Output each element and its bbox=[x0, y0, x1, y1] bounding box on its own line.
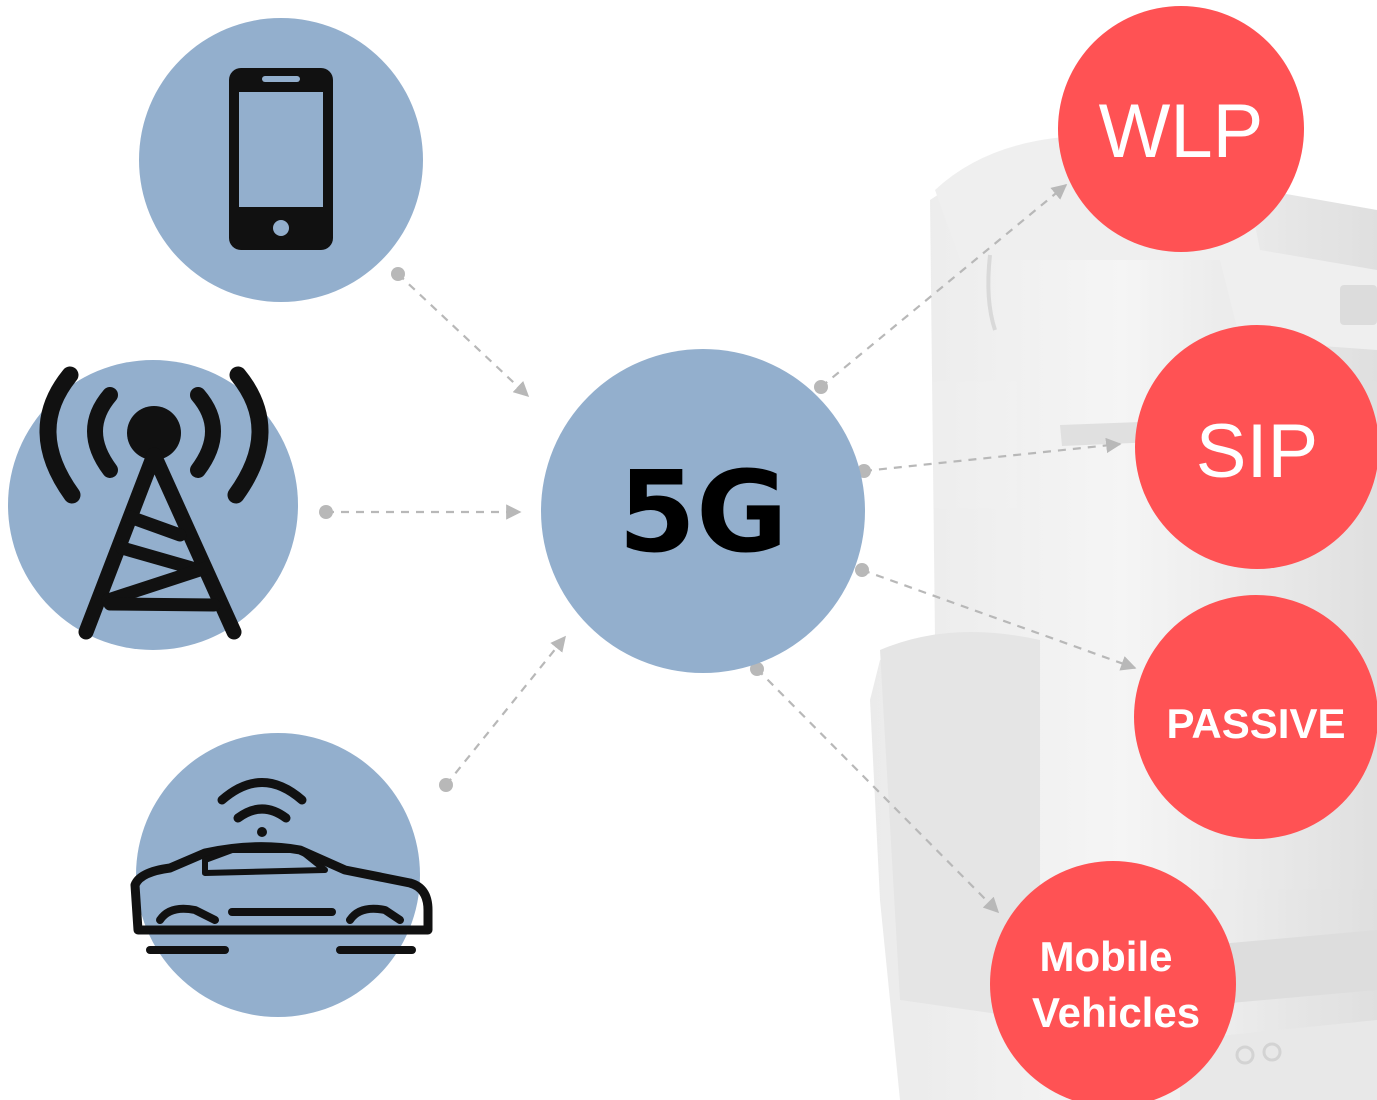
target-node-mobile-vehicles: Mobile Vehicles bbox=[990, 861, 1236, 1100]
mobile-vehicles-label-line2: Vehicles bbox=[1032, 989, 1200, 1036]
connector-5g-to-mobile-vehicles bbox=[756, 668, 1000, 914]
sip-label: SIP bbox=[1196, 409, 1319, 494]
connector-phone-to-5g bbox=[397, 273, 530, 398]
connectors bbox=[326, 184, 1137, 914]
connected-car-icon bbox=[130, 778, 433, 954]
wlp-label: WLP bbox=[1099, 89, 1264, 174]
connector-5g-to-passive bbox=[861, 568, 1137, 671]
target-node-sip: SIP bbox=[1135, 325, 1377, 569]
connector-5g-to-sip bbox=[863, 437, 1122, 473]
source-node-phone bbox=[139, 18, 423, 302]
passive-label: PASSIVE bbox=[1167, 700, 1346, 747]
source-node-tower bbox=[8, 360, 298, 650]
source-node-car bbox=[130, 733, 433, 1017]
target-node-wlp: WLP bbox=[1058, 6, 1304, 252]
target-node-passive: PASSIVE bbox=[1134, 595, 1377, 839]
smartphone-icon bbox=[229, 68, 333, 250]
connector-car-to-5g bbox=[445, 635, 566, 786]
connector-dots bbox=[319, 267, 871, 792]
center-label: 5G bbox=[618, 448, 788, 578]
cell-tower-icon bbox=[39, 366, 269, 640]
center-node-5g: 5G bbox=[541, 349, 865, 673]
connector-5g-to-wlp bbox=[820, 184, 1068, 388]
mobile-vehicles-label-line1: Mobile bbox=[1040, 933, 1173, 980]
